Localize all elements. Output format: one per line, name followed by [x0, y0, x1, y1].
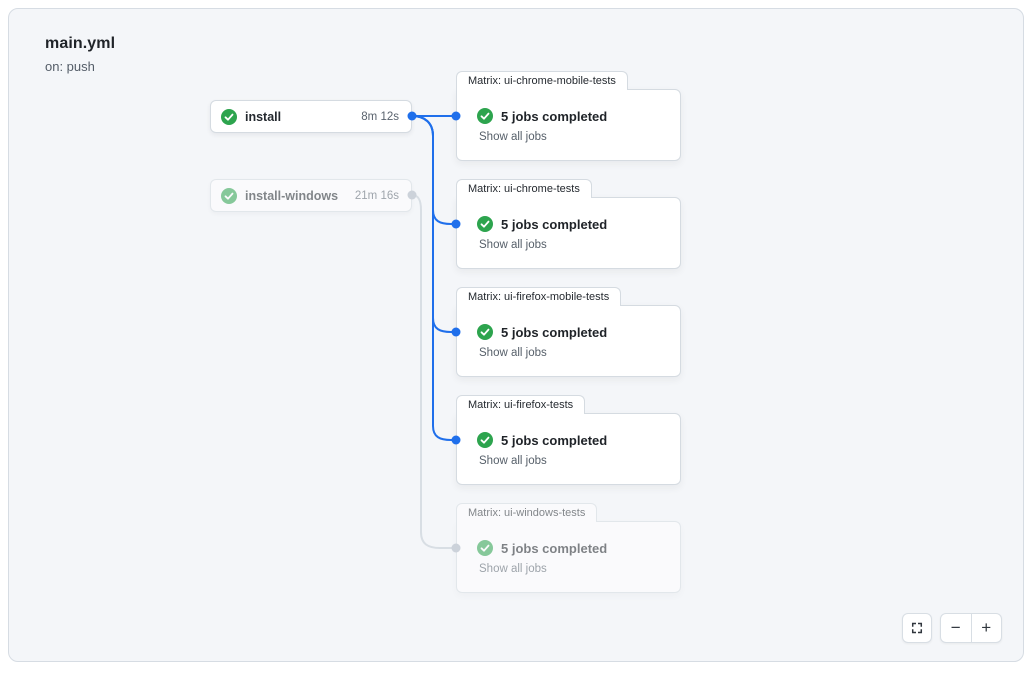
zoom-controls-divider [970, 614, 972, 642]
success-check-icon [221, 187, 237, 204]
matrix-summary: 5 jobs completed [501, 324, 608, 340]
matrix-tab[interactable]: Matrix: ui-chrome-mobile-tests [456, 71, 628, 90]
matrix-tab[interactable]: Matrix: ui-windows-tests [456, 503, 598, 522]
show-all-jobs-link[interactable]: Show all jobs [479, 563, 547, 575]
matrix-card[interactable]: 5 jobs completed Show all jobs [456, 89, 681, 161]
success-check-icon [477, 216, 493, 232]
success-check-icon [477, 324, 493, 340]
job-name: install [245, 109, 282, 124]
matrix-tab[interactable]: Matrix: ui-firefox-tests [456, 395, 586, 414]
matrix-card[interactable]: 5 jobs completed Show all jobs [456, 413, 681, 485]
job-duration: 8m 12s [361, 110, 399, 123]
workflow-header: main.yml on: push [45, 35, 115, 74]
show-all-jobs-link[interactable]: Show all jobs [479, 455, 547, 467]
show-all-jobs-link[interactable]: Show all jobs [479, 347, 547, 359]
matrix-tab[interactable]: Matrix: ui-chrome-tests [456, 179, 592, 198]
show-all-jobs-link[interactable]: Show all jobs [479, 131, 547, 143]
job-duration: 21m 16s [354, 189, 399, 202]
matrix-tab[interactable]: Matrix: ui-firefox-mobile-tests [456, 287, 622, 306]
workflow-title: main.yml [45, 35, 116, 52]
zoom-out-button[interactable]: − [941, 614, 971, 642]
matrix-summary: 5 jobs completed [501, 540, 608, 556]
matrix-summary: 5 jobs completed [501, 216, 608, 232]
zoom-in-button[interactable]: + [972, 614, 1002, 642]
job-node-install-windows[interactable]: install-windows 21m 16s [210, 179, 412, 212]
workflow-trigger: on: push [45, 59, 95, 74]
matrix-card[interactable]: 5 jobs completed Show all jobs [456, 197, 681, 269]
zoom-controls: − + [940, 613, 1002, 643]
matrix-card[interactable]: 5 jobs completed Show all jobs [456, 305, 681, 377]
success-check-icon [477, 540, 493, 556]
matrix-summary: 5 jobs completed [501, 432, 608, 448]
success-check-icon [477, 108, 493, 124]
fullscreen-button[interactable] [902, 613, 932, 643]
matrix-card[interactable]: 5 jobs completed Show all jobs [456, 521, 681, 593]
success-check-icon [221, 108, 237, 125]
matrix-summary: 5 jobs completed [501, 108, 608, 124]
job-name: install-windows [245, 188, 339, 203]
show-all-jobs-link[interactable]: Show all jobs [479, 239, 547, 251]
success-check-icon [477, 432, 493, 448]
fullscreen-icon [911, 622, 923, 634]
job-node-install[interactable]: install 8m 12s [210, 100, 412, 133]
